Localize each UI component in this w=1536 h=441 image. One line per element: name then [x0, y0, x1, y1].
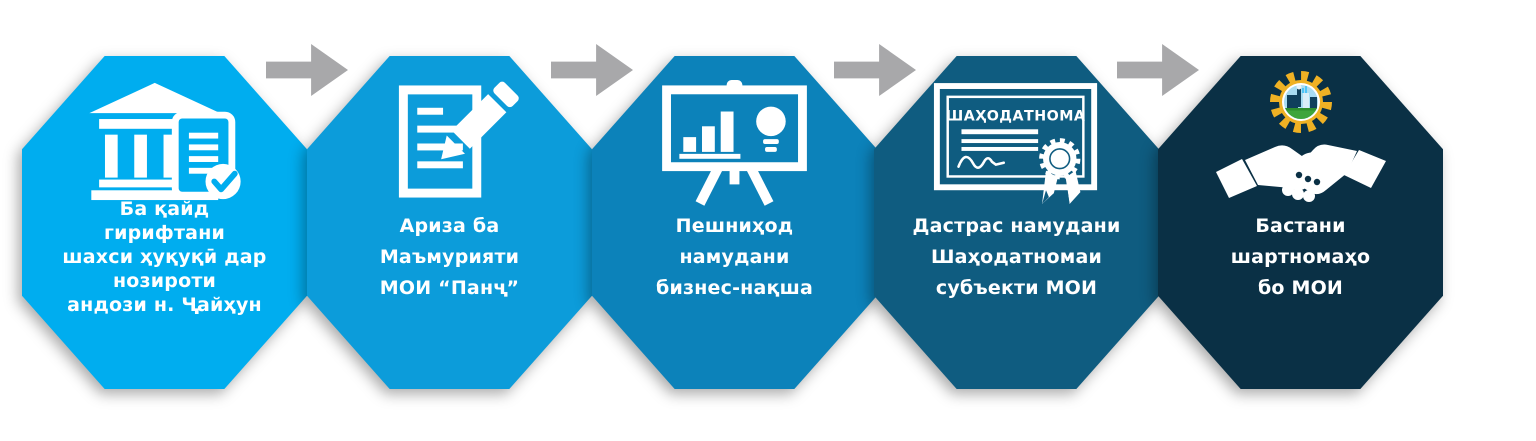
step-5-line: шартномаҳо — [1230, 245, 1371, 268]
step-1-tax-registration: Ба қайд гирифтани шахси ҳуқуқӣ дар нозир… — [22, 56, 307, 389]
step-4-line: Дастрас намудани — [912, 215, 1121, 237]
step-3-label: Пешниҳод намудани бизнес-нақша — [592, 211, 877, 303]
foz-panj-logo — [1269, 71, 1332, 133]
step-1-label: Ба қайд гирифтани шахси ҳуқуқӣ дар нозир… — [22, 198, 307, 318]
step-5-label: Бастани шартномаҳо бо МОИ — [1158, 211, 1443, 303]
handshake-agreement-logo-icon — [1211, 68, 1391, 218]
step-5-line: бо МОИ — [1257, 276, 1344, 299]
step-1-line: нозироти — [112, 269, 217, 292]
bank-registration-check-icon — [75, 80, 255, 202]
step-3-business-plan: Пешниҳод намудани бизнес-нақша — [592, 56, 877, 389]
step-2-application: Ариза ба Маъмурияти МОИ “Панҷ” — [307, 56, 592, 389]
step-1-line: шахси ҳуқуқӣ дар — [62, 245, 267, 268]
step-1-line: андози н. Ҷайҳун — [67, 293, 262, 316]
step-5-contracts: Бастани шартномаҳо бо МОИ — [1158, 56, 1443, 389]
handshake-icon — [1215, 144, 1386, 202]
step-2-line: Ариза ба — [399, 215, 500, 237]
certificate-title: ШАҲОДАТНОМА — [945, 108, 1085, 124]
application-document-pencil-icon — [360, 80, 540, 204]
step-4-label: Дастрас намудани Шаҳодатномаи субъекти М… — [874, 211, 1159, 303]
step-2-line: МОИ “Панҷ” — [379, 276, 520, 299]
business-plan-presentation-icon — [645, 80, 825, 210]
step-3-line: Пешниҳод — [675, 215, 794, 237]
step-1-line: Ба қайд — [119, 198, 210, 220]
step-1-line: гирифтани — [103, 221, 226, 244]
certificate-icon: ШАҲОДАТНОМА — [927, 80, 1107, 211]
step-3-line: бизнес-нақша — [655, 276, 814, 299]
step-4-certificate: ШАҲОДАТНОМА Дастрас намудани Шаҳодатнома… — [874, 56, 1159, 389]
step-4-line: субъекти МОИ — [935, 276, 1098, 299]
step-5-line: Бастани — [1255, 215, 1346, 237]
step-2-line: Маъмурияти — [379, 245, 520, 268]
step-3-line: намудани — [679, 245, 790, 268]
step-2-label: Ариза ба Маъмурияти МОИ “Панҷ” — [307, 211, 592, 303]
step-4-line: Шаҳодатномаи — [930, 245, 1103, 268]
